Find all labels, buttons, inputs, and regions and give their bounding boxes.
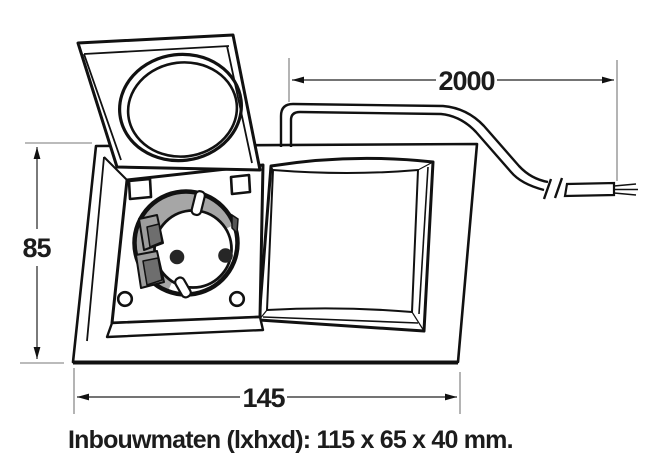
arrowhead-left <box>292 76 304 84</box>
keyway-slot-upper <box>138 214 164 251</box>
dimension-height: 85 <box>20 142 92 364</box>
cable-length-label: 2000 <box>438 66 494 96</box>
width-label: 145 <box>242 383 285 413</box>
keyway-slot-lower <box>135 250 165 289</box>
hinge-tab-left <box>127 177 153 201</box>
cable-break-marks <box>542 177 564 200</box>
earth-clip-bottom <box>174 276 192 299</box>
socket-rim-shading <box>134 191 238 295</box>
screw-hole-left <box>116 290 134 308</box>
open-lid <box>76 33 262 172</box>
arrowhead-left <box>77 393 89 401</box>
height-label: 85 <box>22 233 51 263</box>
caption-installation-dimensions: Inbouwmaten (lxhxd): 115 x 65 x 40 mm. <box>68 426 514 454</box>
lid-ring-inner <box>126 61 239 158</box>
dimension-width: 145 <box>73 368 461 414</box>
arrowhead-down <box>33 347 41 359</box>
screw-hole-right <box>228 290 246 308</box>
arrowhead-right <box>445 393 457 401</box>
arrowhead-up <box>33 147 41 159</box>
schuko-socket <box>132 189 244 302</box>
hinge-tab-right <box>229 173 252 196</box>
lid-ring-outer <box>118 52 243 163</box>
cable-sheath-end <box>563 181 616 198</box>
pin-hole-right <box>218 248 233 263</box>
wire-ends <box>613 183 638 196</box>
closed-lid <box>257 156 435 333</box>
dimension-cable-length: 2000 <box>288 58 618 181</box>
keyway-notch-right <box>231 213 239 235</box>
earth-clip-top <box>190 190 206 217</box>
pin-hole-left <box>169 249 185 265</box>
arrowhead-right <box>602 76 614 84</box>
power-cable <box>279 102 638 200</box>
